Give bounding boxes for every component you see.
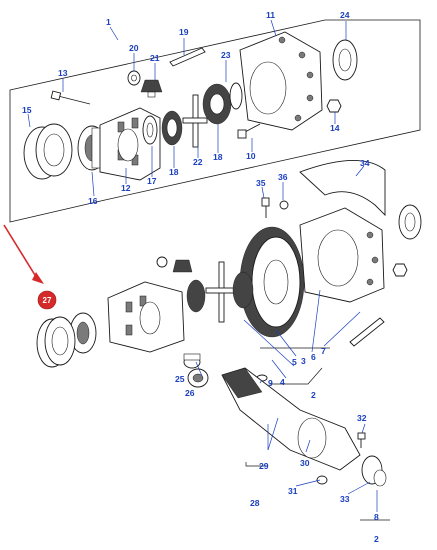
highlight-arrow [3, 224, 44, 284]
differential-housing-lower [299, 207, 385, 303]
callout-21: 21 [150, 53, 160, 63]
callout-36: 36 [278, 172, 288, 182]
callout-18a: 18 [169, 167, 179, 177]
bracket-28 [245, 462, 268, 467]
nut-lower [392, 263, 408, 277]
thrust-washer-17 [142, 115, 158, 145]
callout-35: 35 [256, 178, 266, 188]
thrust-washer-23 [229, 82, 243, 110]
washer-31 [316, 475, 328, 485]
side-gear-18b [202, 83, 232, 125]
callout-30: 30 [300, 458, 310, 468]
flange-33 [361, 455, 387, 487]
callout-10: 10 [246, 151, 256, 161]
callout-6: 6 [311, 352, 316, 362]
callout-3: 3 [301, 356, 306, 366]
nut-14 [326, 99, 342, 113]
bracket-2-mid [270, 367, 323, 385]
callout-16: 16 [88, 196, 98, 206]
washer-20 [127, 70, 141, 86]
upper-assembly-frame [9, 19, 421, 223]
callout-29: 29 [259, 461, 269, 471]
cover-34 [299, 160, 386, 217]
leader-lines [27, 19, 378, 512]
bearing-cup-27 [36, 316, 76, 368]
pin-7 [349, 317, 385, 347]
callout-31: 31 [288, 486, 298, 496]
callout-24: 24 [340, 10, 350, 20]
bearing-cup-24 [332, 39, 358, 81]
callout-2-mid: 2 [311, 390, 316, 400]
callout-7: 7 [321, 346, 326, 356]
callout-4: 4 [280, 377, 285, 387]
callout-8: 8 [374, 512, 379, 522]
callout-5: 5 [292, 357, 297, 367]
pinion-gear-lower [156, 256, 193, 273]
callout-14: 14 [330, 123, 340, 133]
bearing-cup-upper [23, 123, 73, 180]
differential-case-11 [239, 31, 323, 131]
highlight-label-27: 27 [43, 296, 52, 305]
callout-11: 11 [266, 10, 275, 20]
callout-23: 23 [221, 50, 231, 60]
side-gear-lower [186, 271, 254, 313]
callout-25: 25 [175, 374, 185, 384]
spider-lower [205, 261, 237, 323]
callout-19: 19 [179, 27, 189, 37]
callout-15: 15 [22, 105, 32, 115]
bearing-26 [187, 368, 209, 388]
pin-19 [169, 47, 206, 67]
highlight-marker-27: 27 [37, 290, 57, 310]
callout-28: 28 [250, 498, 260, 508]
callout-33: 33 [340, 494, 350, 504]
pinion-gear-21 [140, 79, 163, 98]
callout-2-bottom: 2 [374, 534, 379, 544]
pinion-shaft [221, 367, 361, 471]
bolt-35 [261, 197, 270, 218]
callout-9: 9 [268, 378, 273, 388]
side-gear-18a [161, 110, 183, 146]
bearing-cone-lower [69, 312, 97, 354]
differential-case-half-lower [107, 281, 185, 353]
bolt-10 [237, 123, 261, 139]
bolt-32 [357, 432, 366, 448]
callout-26: 26 [185, 388, 195, 398]
cross-shaft-22 [182, 94, 208, 148]
callout-12: 12 [121, 183, 131, 193]
callout-1: 1 [106, 17, 111, 27]
callout-34: 34 [360, 158, 370, 168]
bearing-25 [183, 353, 201, 369]
callout-17: 17 [147, 176, 157, 186]
washer-36 [279, 200, 289, 210]
bolt-13 [50, 90, 91, 105]
bearing-cup-lower-right [398, 204, 422, 240]
callout-20: 20 [129, 43, 139, 53]
ring-gear-3 [239, 226, 305, 338]
callout-22: 22 [193, 157, 203, 167]
callout-32: 32 [357, 413, 367, 423]
callout-18b: 18 [213, 152, 223, 162]
callout-13: 13 [58, 68, 68, 78]
